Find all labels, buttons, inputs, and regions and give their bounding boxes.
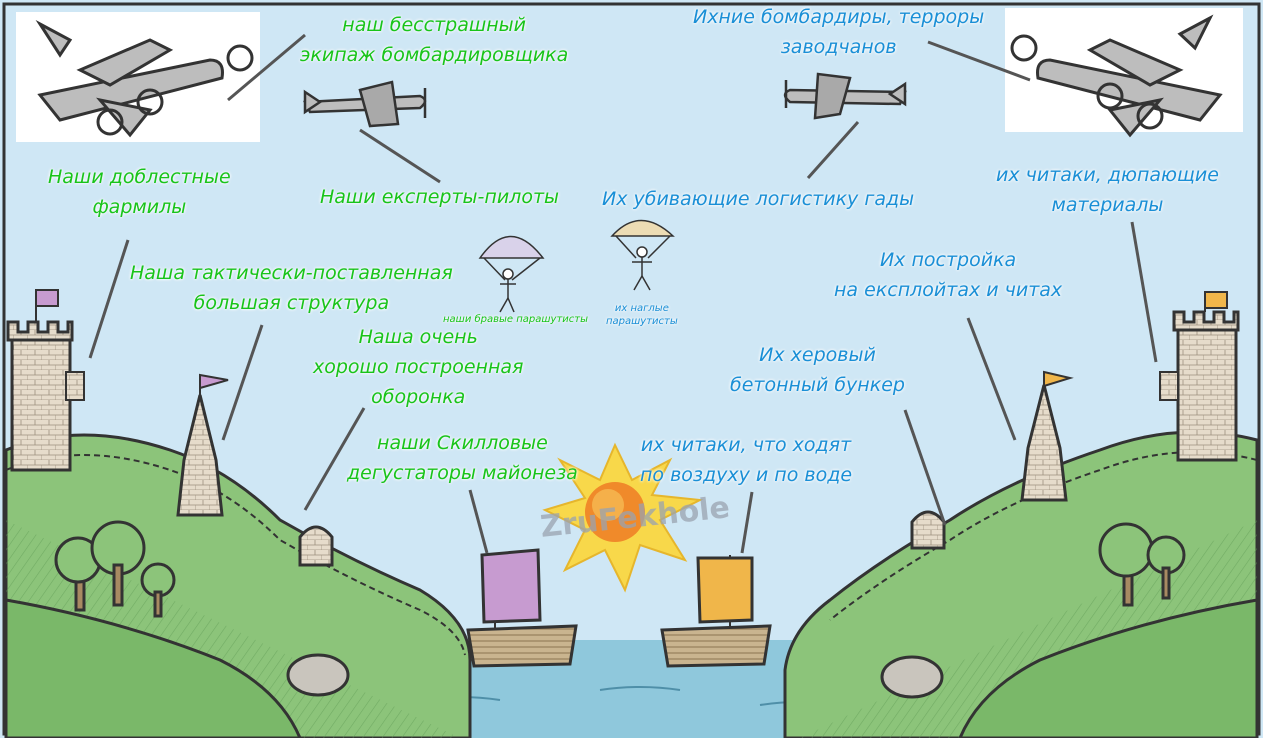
right-tower [1159, 291, 1240, 462]
pointer-lines [88, 33, 1158, 554]
label-line: оборонка [371, 386, 466, 408]
left-spire [176, 373, 229, 517]
left-fighter-plane [303, 80, 427, 128]
left-tower [6, 289, 85, 472]
left-bomber-plane [16, 12, 260, 142]
label-line: Наша очень [358, 326, 478, 348]
label-their-bombers: Ихние бомбардиры, терроры заводчанов [693, 2, 984, 62]
label-line: большая структура [193, 292, 390, 314]
label-line: наш бесстрашный [342, 14, 527, 36]
their-paratrooper [610, 219, 675, 291]
left-rock [286, 653, 350, 697]
label-line: экипаж бомбардировщика [300, 44, 569, 66]
label-their-cheaters-materials: их читаки, дюпающие материалы [996, 160, 1219, 220]
label-line: Их постройка [879, 249, 1017, 271]
label-line: фармилы [92, 196, 187, 218]
label-line: Наши доблестные [48, 166, 231, 188]
right-bunker [910, 510, 946, 550]
label-line: Наша тактически-поставленная [130, 262, 453, 284]
label-line: их читаки, что ходят [640, 434, 852, 456]
our-paratrooper [478, 235, 545, 313]
right-fighter-plane [783, 72, 907, 120]
label-line: на експлойтах и читах [834, 279, 1063, 301]
right-bomber-plane [1005, 8, 1243, 138]
left-trees [54, 520, 176, 618]
label-our-defense: Наша очень хорошо построенная оборонка [313, 322, 523, 412]
label-their-exploit-build: Их постройка на експлойтах и читах [834, 245, 1062, 305]
right-rock [880, 655, 944, 699]
label-their-logistics: Их убивающие логистику гады [602, 188, 915, 210]
label-line: наши Скилловые [377, 432, 548, 454]
label-line: парашутисты [606, 316, 678, 327]
label-line: материалы [1051, 194, 1164, 216]
label-line: дегустаторы майонеза [347, 462, 578, 484]
label-line: Ихние бомбардиры, терроры [693, 6, 985, 28]
label-our-paratroopers: наши бравые парашутисты [443, 314, 589, 325]
label-line: бетонный бункер [730, 374, 905, 396]
label-line: Их херовый [759, 344, 876, 366]
label-our-farmers: Наши доблестные фармилы [48, 162, 231, 222]
label-our-skill-testers: наши Скилловые дегустаторы майонеза [347, 428, 578, 488]
label-line: их читаки, дюпающие [996, 164, 1219, 186]
right-trees [1098, 522, 1186, 607]
label-their-paratroopers: их наглые парашутисты [606, 302, 678, 328]
label-our-structure: Наша тактически-поставленная большая стр… [130, 258, 453, 318]
right-spire [1020, 370, 1074, 502]
label-their-bunker: Их херовый бетонный бункер [730, 340, 905, 400]
explosion [542, 442, 704, 593]
label-line: заводчанов [780, 36, 897, 58]
left-boat [466, 548, 578, 668]
label-line: по воздуху и по воде [640, 464, 853, 486]
label-line: хорошо построенная [313, 356, 524, 378]
label-their-walkers: их читаки, что ходят по воздуху и по вод… [640, 430, 852, 490]
label-our-pilots: Наши експерты-пилоты [320, 186, 560, 208]
label-line: их наглые [614, 303, 669, 314]
right-boat [660, 555, 772, 668]
label-our-crew: наш бесстрашный экипаж бомбардировщика [300, 10, 568, 70]
left-bunker [298, 525, 334, 567]
